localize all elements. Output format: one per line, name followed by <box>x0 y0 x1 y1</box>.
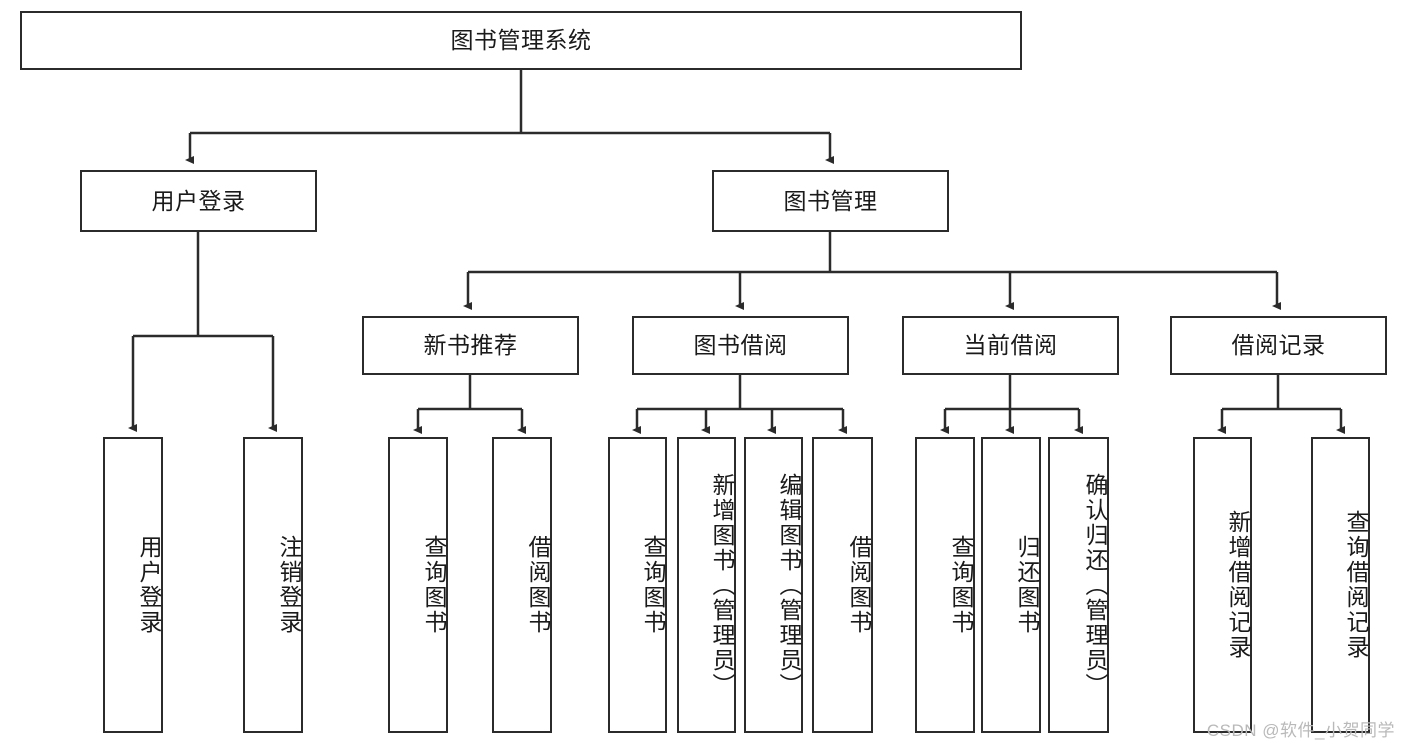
node-leaf-add-record-label: 新增借阅记录 <box>1225 510 1251 660</box>
node-root-label: 图书管理系统 <box>450 27 592 54</box>
node-leaf-query-book-2[interactable]: 查询图书 <box>608 437 667 733</box>
node-leaf-query-book-3-label: 查询图书 <box>948 535 974 635</box>
node-user-login-label: 用户登录 <box>151 187 246 214</box>
node-user-login[interactable]: 用户登录 <box>80 170 317 232</box>
node-borrow-record-label: 借阅记录 <box>1231 332 1326 359</box>
node-root[interactable]: 图书管理系统 <box>20 11 1022 70</box>
node-leaf-query-book-2-label: 查询图书 <box>640 535 666 635</box>
node-new-book-recommend-label: 新书推荐 <box>423 332 518 359</box>
node-leaf-return-book-label: 归还图书 <box>1014 535 1040 635</box>
node-leaf-query-book-1-label: 查询图书 <box>421 535 447 635</box>
node-borrow-record[interactable]: 借阅记录 <box>1170 316 1387 375</box>
node-leaf-confirm-return-label: 确认归还（管理员） <box>1082 472 1108 698</box>
node-book-borrow[interactable]: 图书借阅 <box>632 316 849 375</box>
node-leaf-user-logout[interactable]: 注销登录 <box>243 437 303 733</box>
node-leaf-borrow-book-1-label: 借阅图书 <box>525 535 551 635</box>
node-leaf-borrow-book-1[interactable]: 借阅图书 <box>492 437 552 733</box>
watermark-text: CSDN @软件_小贺同学 <box>1206 721 1395 740</box>
node-book-manage[interactable]: 图书管理 <box>712 170 949 232</box>
node-leaf-confirm-return[interactable]: 确认归还（管理员） <box>1048 437 1109 733</box>
node-leaf-add-record[interactable]: 新增借阅记录 <box>1193 437 1252 733</box>
node-leaf-add-book[interactable]: 新增图书（管理员） <box>677 437 736 733</box>
node-leaf-query-book-3[interactable]: 查询图书 <box>915 437 975 733</box>
node-leaf-edit-book-label: 编辑图书（管理员） <box>776 472 802 698</box>
node-current-borrow-label: 当前借阅 <box>963 332 1058 359</box>
node-current-borrow[interactable]: 当前借阅 <box>902 316 1119 375</box>
node-leaf-query-record[interactable]: 查询借阅记录 <box>1311 437 1370 733</box>
node-leaf-user-login[interactable]: 用户登录 <box>103 437 163 733</box>
node-book-borrow-label: 图书借阅 <box>693 332 788 359</box>
node-new-book-recommend[interactable]: 新书推荐 <box>362 316 579 375</box>
node-leaf-borrow-book-2-label: 借阅图书 <box>846 535 872 635</box>
node-leaf-user-login-label: 用户登录 <box>136 535 162 635</box>
node-leaf-user-logout-label: 注销登录 <box>276 535 302 635</box>
node-leaf-borrow-book-2[interactable]: 借阅图书 <box>812 437 873 733</box>
node-leaf-add-book-label: 新增图书（管理员） <box>709 472 735 698</box>
node-leaf-query-record-label: 查询借阅记录 <box>1343 510 1369 660</box>
node-leaf-edit-book[interactable]: 编辑图书（管理员） <box>744 437 803 733</box>
node-leaf-return-book[interactable]: 归还图书 <box>981 437 1041 733</box>
node-leaf-query-book-1[interactable]: 查询图书 <box>388 437 448 733</box>
node-book-manage-label: 图书管理 <box>783 187 878 214</box>
